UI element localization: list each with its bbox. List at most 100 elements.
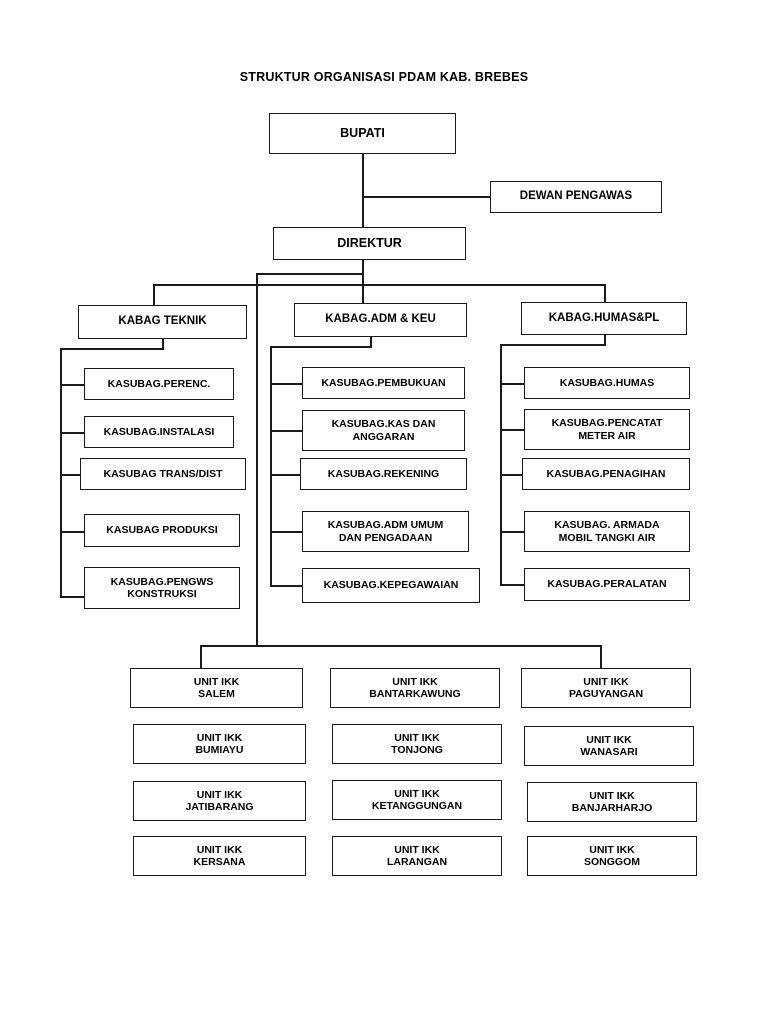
node-unit-ikk-songgom-label: UNIT IKK SONGGOM bbox=[583, 843, 640, 868]
node-kasubag-instalasi[interactable]: KASUBAG.INSTALASI bbox=[84, 416, 234, 448]
node-kasubag-instalasi-label: KASUBAG.INSTALASI bbox=[103, 425, 215, 438]
node-unit-ikk-ketanggungan[interactable]: UNIT IKK KETANGGUNGAN bbox=[332, 780, 502, 820]
connector-drop-kabag-teknik bbox=[153, 284, 155, 305]
connector-humas-stub-1 bbox=[500, 383, 524, 385]
node-kasubag-penagihan[interactable]: KASUBAG.PENAGIHAN bbox=[522, 458, 690, 490]
node-unit-ikk-bantarkawung[interactable]: UNIT IKK BANTARKAWUNG bbox=[330, 668, 500, 708]
node-kasubag-humas[interactable]: KASUBAG.HUMAS bbox=[524, 367, 690, 399]
node-unit-ikk-banjarharjo[interactable]: UNIT IKK BANJARHARJO bbox=[527, 782, 697, 822]
connector-admkeu-stub-2 bbox=[270, 430, 302, 432]
connector-teknik-stub-3 bbox=[60, 474, 84, 476]
node-unit-ikk-songgom[interactable]: UNIT IKK SONGGOM bbox=[527, 836, 697, 876]
connector-teknik-stub-2 bbox=[60, 432, 84, 434]
connector-humas-stub-2 bbox=[500, 429, 524, 431]
node-kasubag-produksi-label: KASUBAG PRODUKSI bbox=[106, 524, 218, 537]
node-kasubag-rekening[interactable]: KASUBAG.REKENING bbox=[300, 458, 467, 490]
connector-admkeu-stem bbox=[370, 337, 372, 347]
connector-direktur-down bbox=[362, 260, 364, 305]
connector-admkeu-spine bbox=[270, 346, 272, 586]
node-unit-ikk-bantarkawung-label: UNIT IKK BANTARKAWUNG bbox=[369, 675, 461, 700]
node-unit-ikk-wanasari-label: UNIT IKK WANASARI bbox=[580, 733, 638, 758]
connector-direktur-bus-inner bbox=[256, 273, 364, 275]
node-kabag-teknik[interactable]: KABAG TEKNIK bbox=[78, 305, 247, 339]
node-direktur[interactable]: DIREKTUR bbox=[273, 227, 466, 260]
node-kabag-adm-keu-label: KABAG.ADM & KEU bbox=[325, 313, 436, 326]
node-unit-ikk-bumiayu-label: UNIT IKK BUMIAYU bbox=[195, 731, 244, 756]
connector-teknik-stub-1 bbox=[60, 384, 84, 386]
node-kasubag-armada-mobil-tangki-air[interactable]: KASUBAG. ARMADA MOBIL TANGKI AIR bbox=[524, 511, 690, 552]
connector-admkeu-stub-5 bbox=[270, 585, 302, 587]
node-unit-ikk-tonjong-label: UNIT IKK TONJONG bbox=[391, 731, 443, 756]
node-unit-ikk-bumiayu[interactable]: UNIT IKK BUMIAYU bbox=[133, 724, 306, 764]
node-kasubag-peralatan-label: KASUBAG.PERALATAN bbox=[547, 578, 667, 591]
node-unit-ikk-kersana[interactable]: UNIT IKK KERSANA bbox=[133, 836, 306, 876]
node-unit-ikk-jatibarang[interactable]: UNIT IKK JATIBARANG bbox=[133, 781, 306, 821]
node-kasubag-kas-anggaran[interactable]: KASUBAG.KAS DAN ANGGARAN bbox=[302, 410, 465, 451]
connector-bupati-direktur bbox=[362, 196, 364, 227]
node-unit-ikk-paguyangan-label: UNIT IKK PAGUYANGAN bbox=[568, 675, 644, 700]
connector-admkeu-bus bbox=[270, 346, 372, 348]
node-kasubag-trans-dist[interactable]: KASUBAG TRANS/DIST bbox=[80, 458, 246, 490]
node-kasubag-perenc-label: KASUBAG.PERENC. bbox=[107, 377, 211, 390]
connector-humas-stub-4 bbox=[500, 531, 524, 533]
connector-unit-ikk-drop-left bbox=[200, 645, 202, 668]
node-kasubag-produksi[interactable]: KASUBAG PRODUKSI bbox=[84, 514, 240, 547]
page-title: STRUKTUR ORGANISASI PDAM KAB. BREBES bbox=[239, 70, 529, 84]
node-kabag-adm-keu[interactable]: KABAG.ADM & KEU bbox=[294, 303, 467, 337]
node-bupati-label: BUPATI bbox=[340, 126, 385, 141]
connector-humas-stub-5 bbox=[500, 584, 524, 586]
node-kasubag-trans-dist-label: KASUBAG TRANS/DIST bbox=[103, 467, 223, 480]
node-kasubag-adm-umum-pengadaan-label: KASUBAG.ADM UMUM DAN PENGADAAN bbox=[327, 519, 444, 544]
node-kasubag-pencatat-meter-air-label: KASUBAG.PENCATAT METER AIR bbox=[551, 417, 663, 442]
node-unit-ikk-wanasari[interactable]: UNIT IKK WANASARI bbox=[524, 726, 694, 766]
connector-admkeu-stub-1 bbox=[270, 383, 302, 385]
connector-teknik-stub-4 bbox=[60, 531, 84, 533]
node-direktur-label: DIREKTUR bbox=[337, 236, 402, 251]
node-kabag-humas-pl[interactable]: KABAG.HUMAS&PL bbox=[521, 302, 687, 335]
connector-humas-stem bbox=[604, 335, 606, 345]
connector-drop-kabag-humas bbox=[604, 284, 606, 305]
connector-teknik-stub-5 bbox=[60, 596, 84, 598]
connector-humas-bus bbox=[500, 344, 606, 346]
connector-humas-stub-3 bbox=[500, 474, 524, 476]
connector-teknik-bus bbox=[60, 348, 164, 350]
node-kasubag-pencatat-meter-air[interactable]: KASUBAG.PENCATAT METER AIR bbox=[524, 409, 690, 450]
node-kasubag-perenc[interactable]: KASUBAG.PERENC. bbox=[84, 368, 234, 400]
node-dewan-pengawas-label: DEWAN PENGAWAS bbox=[519, 190, 633, 203]
connector-admkeu-stub-4 bbox=[270, 531, 302, 533]
node-kabag-teknik-label: KABAG TEKNIK bbox=[118, 315, 207, 328]
node-kasubag-kas-anggaran-label: KASUBAG.KAS DAN ANGGARAN bbox=[331, 418, 436, 443]
node-kasubag-pembukuan[interactable]: KASUBAG.PEMBUKUAN bbox=[302, 367, 465, 399]
connector-admkeu-stub-3 bbox=[270, 474, 302, 476]
node-kasubag-adm-umum-pengadaan[interactable]: KASUBAG.ADM UMUM DAN PENGADAAN bbox=[302, 511, 469, 552]
node-kasubag-pembukuan-label: KASUBAG.PEMBUKUAN bbox=[321, 376, 446, 389]
node-unit-ikk-tonjong[interactable]: UNIT IKK TONJONG bbox=[332, 724, 502, 764]
node-unit-ikk-banjarharjo-label: UNIT IKK BANJARHARJO bbox=[571, 789, 653, 814]
node-dewan-pengawas[interactable]: DEWAN PENGAWAS bbox=[490, 181, 662, 213]
node-unit-ikk-jatibarang-label: UNIT IKK JATIBARANG bbox=[185, 788, 254, 813]
connector-humas-spine bbox=[500, 344, 502, 585]
node-kabag-humas-pl-label: KABAG.HUMAS&PL bbox=[548, 311, 660, 324]
node-kasubag-kepegawaian-label: KASUBAG.KEPEGAWAIAN bbox=[323, 579, 459, 592]
node-bupati[interactable]: BUPATI bbox=[269, 113, 456, 154]
node-kasubag-humas-label: KASUBAG.HUMAS bbox=[559, 376, 655, 389]
node-kasubag-pengws-konstruksi[interactable]: KASUBAG.PENGWS KONSTRUKSI bbox=[84, 567, 240, 609]
node-kasubag-kepegawaian[interactable]: KASUBAG.KEPEGAWAIAN bbox=[302, 568, 480, 603]
node-unit-ikk-salem[interactable]: UNIT IKK SALEM bbox=[130, 668, 303, 708]
node-unit-ikk-larangan[interactable]: UNIT IKK LARANGAN bbox=[332, 836, 502, 876]
connector-unit-ikk-drop-right bbox=[600, 645, 602, 668]
node-kasubag-pengws-konstruksi-label: KASUBAG.PENGWS KONSTRUKSI bbox=[110, 575, 214, 600]
connector-direktur-bus-outer bbox=[153, 284, 605, 286]
node-unit-ikk-paguyangan[interactable]: UNIT IKK PAGUYANGAN bbox=[521, 668, 691, 708]
node-kasubag-armada-mobil-tangki-air-label: KASUBAG. ARMADA MOBIL TANGKI AIR bbox=[554, 519, 660, 544]
node-unit-ikk-salem-label: UNIT IKK SALEM bbox=[193, 675, 240, 700]
connector-trunk-to-unit-ikk bbox=[256, 273, 258, 645]
connector-teknik-spine bbox=[60, 348, 62, 597]
node-unit-ikk-larangan-label: UNIT IKK LARANGAN bbox=[386, 843, 448, 868]
node-kasubag-peralatan[interactable]: KASUBAG.PERALATAN bbox=[524, 568, 690, 601]
node-unit-ikk-ketanggungan-label: UNIT IKK KETANGGUNGAN bbox=[371, 787, 463, 812]
connector-unit-ikk-bus bbox=[200, 645, 602, 647]
node-kasubag-penagihan-label: KASUBAG.PENAGIHAN bbox=[546, 467, 666, 480]
node-unit-ikk-kersana-label: UNIT IKK KERSANA bbox=[193, 843, 246, 868]
